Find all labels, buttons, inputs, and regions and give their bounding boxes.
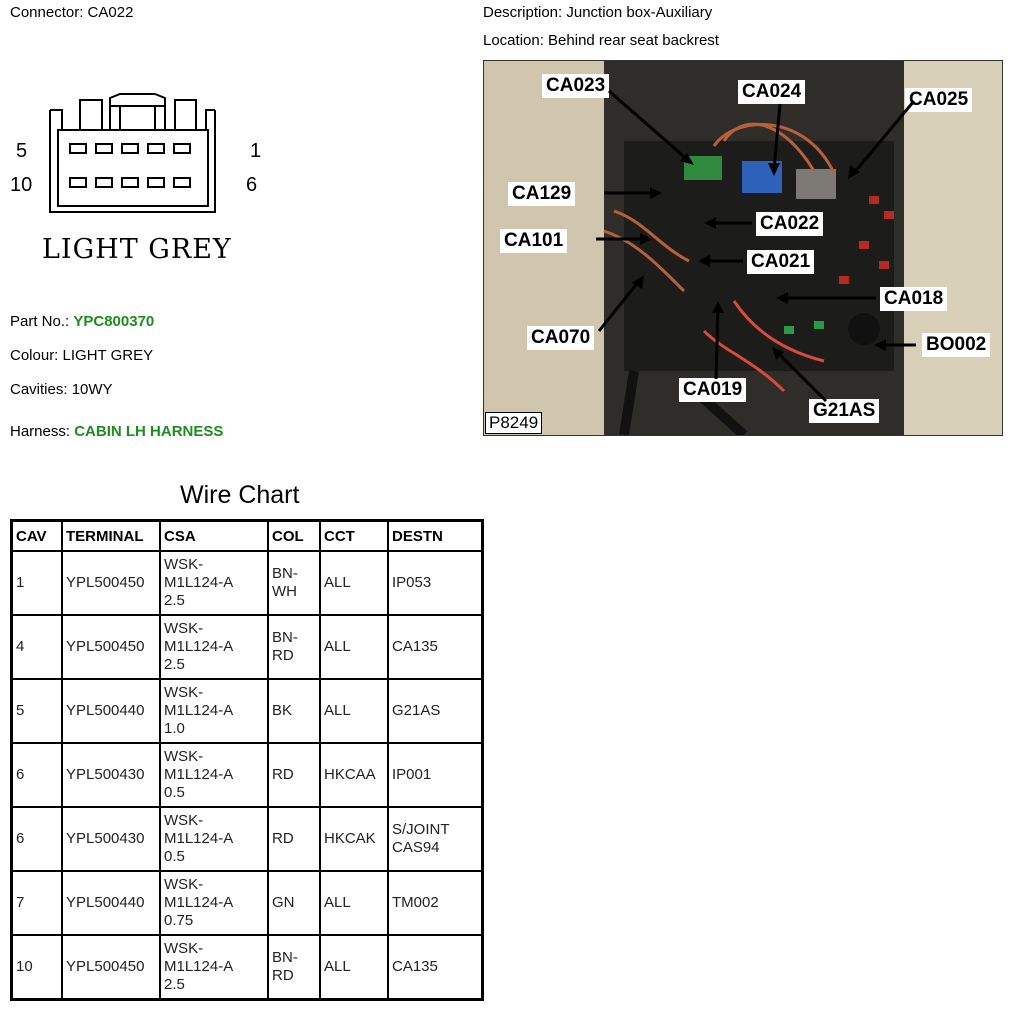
cavities-row: Cavities: 10WY xyxy=(10,381,113,398)
cell-csa: WSK- M1L124-A 1.0 xyxy=(159,678,269,744)
callout-ca024: CA024 xyxy=(738,80,806,104)
cell-terminal: YPL500450 xyxy=(61,934,161,1001)
cell-csa: WSK- M1L124-A 0.5 xyxy=(159,742,269,808)
cell-cav: 6 xyxy=(10,742,63,808)
callout-ca025: CA025 xyxy=(905,88,973,112)
cell-destn: G21AS xyxy=(387,678,484,744)
location-photo: CA023 CA024 CA025 CA129 CA022 CA101 CA02… xyxy=(483,60,1003,436)
cell-cct: ALL xyxy=(319,550,389,616)
cavities-label: Cavities: xyxy=(10,381,68,398)
callout-arrows-icon xyxy=(596,89,916,403)
wire-chart-title: Wire Chart xyxy=(180,481,300,509)
connector-face-diagram: 5 1 10 6 LIGHT GREY xyxy=(10,90,280,270)
col-header-terminal: TERMINAL xyxy=(61,519,161,552)
cell-cav: 4 xyxy=(10,614,63,680)
photo-reference-id: P8249 xyxy=(485,412,543,434)
pin-number-5: 5 xyxy=(16,140,28,162)
harness-link[interactable]: CABIN LH HARNESS xyxy=(74,423,224,440)
part-no-row: Part No.: YPC800370 xyxy=(10,313,154,330)
cell-csa: WSK- M1L124-A 2.5 xyxy=(159,614,269,680)
col-header-cct: CCT xyxy=(319,519,389,552)
connector-label: Connector: CA022 xyxy=(10,4,134,21)
col-header-col: COL xyxy=(267,519,321,552)
wire-chart-header-row: CAV TERMINAL CSA COL CCT DESTN xyxy=(10,519,484,552)
description-label: Description: Junction box-Auxiliary xyxy=(483,4,713,21)
callout-ca129: CA129 xyxy=(508,182,576,206)
cell-col: RD xyxy=(267,742,321,808)
col-header-csa: CSA xyxy=(159,519,269,552)
pin-number-10: 10 xyxy=(10,174,33,196)
cell-cct: HKCAK xyxy=(319,806,389,872)
cell-cct: ALL xyxy=(319,934,389,1001)
cell-cav: 10 xyxy=(10,934,63,1001)
cell-terminal: YPL500450 xyxy=(61,550,161,616)
cell-csa: WSK- M1L124-A 0.5 xyxy=(159,806,269,872)
connector-colour-caption: LIGHT GREY xyxy=(42,234,232,265)
cell-destn: CA135 xyxy=(387,934,484,1001)
location-label: Location: Behind rear seat backrest xyxy=(483,32,719,49)
cell-terminal: YPL500440 xyxy=(61,678,161,744)
callout-ca101: CA101 xyxy=(500,229,568,253)
cell-col: RD xyxy=(267,806,321,872)
cell-cav: 5 xyxy=(10,678,63,744)
harness-label: Harness: xyxy=(10,423,71,440)
cell-destn: IP053 xyxy=(387,550,484,616)
cell-col: BN- RD xyxy=(267,614,321,680)
colour-value: LIGHT GREY xyxy=(62,347,154,364)
callout-ca018: CA018 xyxy=(880,287,948,311)
cell-cct: HKCAA xyxy=(319,742,389,808)
callout-ca070: CA070 xyxy=(527,326,595,350)
cell-cav: 6 xyxy=(10,806,63,872)
callout-bo002: BO002 xyxy=(922,333,991,357)
cell-col: BK xyxy=(267,678,321,744)
part-no-link[interactable]: YPC800370 xyxy=(73,313,155,330)
col-header-destn: DESTN xyxy=(387,519,484,552)
cavities-value: 10WY xyxy=(71,381,113,398)
cell-col: GN xyxy=(267,870,321,936)
cell-csa: WSK- M1L124-A 2.5 xyxy=(159,550,269,616)
connector-outline-icon xyxy=(49,93,216,213)
cell-terminal: YPL500440 xyxy=(61,870,161,936)
cell-destn: S/JOINT CAS94 xyxy=(387,806,484,872)
callout-ca023: CA023 xyxy=(542,74,610,98)
callout-ca021: CA021 xyxy=(747,250,815,274)
cell-terminal: YPL500450 xyxy=(61,614,161,680)
colour-row: Colour: LIGHT GREY xyxy=(10,347,153,364)
junction-box-photo-illustration xyxy=(484,61,1002,435)
callout-ca019: CA019 xyxy=(679,378,747,402)
callout-g21as: G21AS xyxy=(809,399,880,423)
cell-csa: WSK- M1L124-A 0.75 xyxy=(159,870,269,936)
cell-cav: 7 xyxy=(10,870,63,936)
cell-terminal: YPL500430 xyxy=(61,742,161,808)
harness-row: Harness: CABIN LH HARNESS xyxy=(10,423,223,440)
cell-cct: ALL xyxy=(319,678,389,744)
cell-destn: IP001 xyxy=(387,742,484,808)
pin-number-1: 1 xyxy=(250,140,262,162)
cell-terminal: YPL500430 xyxy=(61,806,161,872)
pin-number-6: 6 xyxy=(246,174,258,196)
colour-label: Colour: xyxy=(10,347,59,364)
cell-col: BN- WH xyxy=(267,550,321,616)
cell-cct: ALL xyxy=(319,870,389,936)
cell-csa: WSK- M1L124-A 2.5 xyxy=(159,934,269,1001)
cell-destn: TM002 xyxy=(387,870,484,936)
callout-ca022: CA022 xyxy=(756,212,824,236)
cell-col: BN- RD xyxy=(267,934,321,1001)
cell-cav: 1 xyxy=(10,550,63,616)
cell-cct: ALL xyxy=(319,614,389,680)
col-header-cav: CAV xyxy=(10,519,63,552)
cell-destn: CA135 xyxy=(387,614,484,680)
part-no-label: Part No.: xyxy=(10,313,70,330)
